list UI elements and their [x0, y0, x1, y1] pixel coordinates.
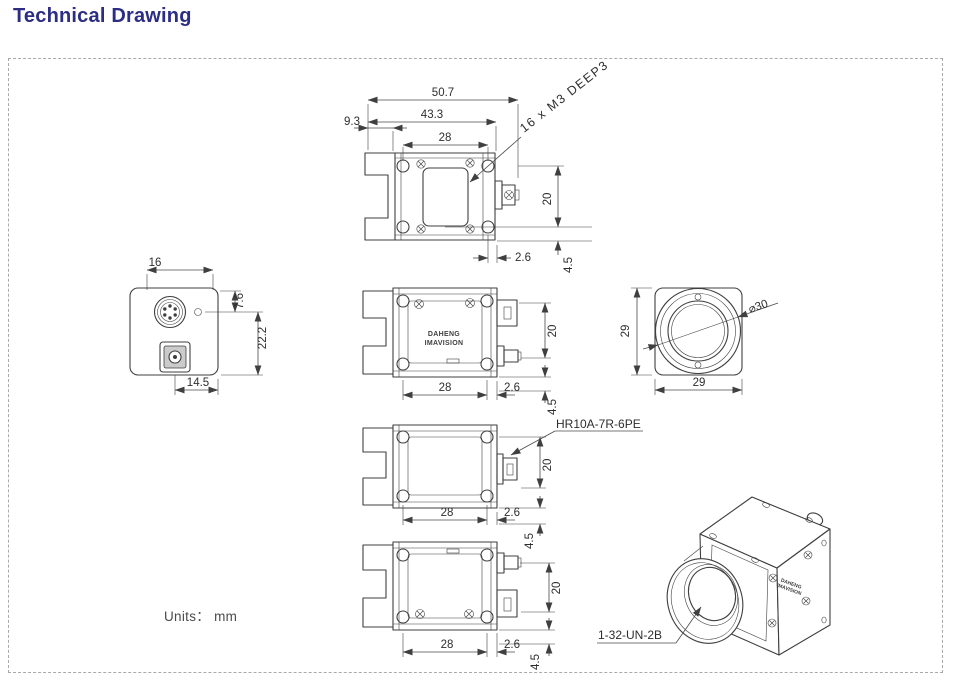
note-connector-model: HR10A-7R-6PE	[556, 417, 641, 431]
mounting-screw-icon	[396, 158, 495, 234]
heatsink-bracket	[362, 544, 394, 628]
dim-lens-diameter: ⌀30	[747, 298, 770, 316]
coax-connector	[496, 552, 522, 574]
brand-logo-line1: DAHENG	[428, 331, 460, 338]
dim-connector-height: 20	[547, 325, 559, 338]
front-view: ⌀30 29 29	[620, 287, 779, 395]
lens-mount	[654, 287, 742, 375]
note-thread-spec: 1-32-UN-2B	[598, 628, 662, 642]
brand-logo: DAHENG IMAVISION	[425, 331, 464, 347]
top-view: 50.7 43.3 28 9.3 16 x M3 DEEP3 20 4.5	[344, 58, 611, 273]
dim-connector-height: 20	[542, 193, 554, 206]
dim-body-width: 43.3	[421, 109, 443, 121]
screw-icon	[414, 298, 475, 309]
alignment-notch	[446, 358, 460, 364]
dim-bottom-offset: 4.5	[524, 533, 536, 549]
dim-connector-bottom: 14.5	[187, 377, 209, 389]
top-connector	[494, 180, 520, 210]
dim-edge-offset: 2.6	[504, 382, 520, 394]
dim-screw-span: 28	[439, 382, 452, 394]
heatsink-bracket	[364, 152, 396, 241]
side-view-io: HR10A-7R-6PE 20 4.5 28 2.6	[362, 417, 643, 549]
camera-body-outline	[129, 287, 219, 376]
screw-icon	[767, 539, 827, 628]
right-face	[776, 528, 831, 656]
dim-bottom-offset: 4.5	[547, 399, 559, 415]
dim-overall-width: 50.7	[432, 87, 454, 99]
drawing-border	[8, 58, 943, 673]
dim-connector-spacing: 22.2	[257, 327, 269, 349]
heatsink-bracket	[362, 427, 394, 506]
dim-bottom-offset: 4.5	[563, 257, 575, 273]
alignment-notch	[446, 548, 460, 554]
dim-width: 29	[693, 377, 706, 389]
io-connector	[496, 589, 518, 618]
dim-connector-height: 20	[551, 582, 563, 595]
screw-icon	[415, 609, 474, 619]
dim-edge-offset: 2.6	[515, 252, 531, 264]
heatsink-bracket	[362, 290, 394, 375]
screw-hole-icon	[709, 502, 813, 563]
dim-connector-height: 20	[542, 459, 554, 472]
dim-screw-span: 28	[439, 132, 452, 144]
dim-edge-offset: 2.6	[504, 507, 520, 519]
dim-left-offset: 9.3	[344, 116, 360, 128]
camera-body-outline	[392, 541, 498, 631]
dim-bottom-offset: 4.5	[530, 654, 542, 670]
page-title: Technical Drawing	[13, 5, 192, 27]
dim-screw-span: 28	[441, 639, 454, 651]
dim-screw-span: 28	[441, 507, 454, 519]
side-view-logo: DAHENG IMAVISION 20 4.5	[362, 287, 559, 415]
io-connector	[496, 299, 518, 327]
units-label: Units： mm	[164, 609, 237, 624]
circular-connector	[153, 295, 187, 329]
note-screw-thread: 16 x M3 DEEP3	[517, 58, 611, 136]
side-view-bottom: 20 4.5 28 2.6	[362, 541, 563, 670]
square-connector	[159, 341, 191, 373]
dim-edge-offset: 2.6	[504, 639, 520, 651]
dim-height: 29	[620, 325, 632, 338]
dim-hole-offset: 7.6	[234, 293, 246, 309]
indicator-hole	[194, 308, 202, 316]
coax-connector	[496, 345, 522, 367]
iso-view: DAHENG IMAVISION 1-32-UN-2B	[597, 496, 831, 656]
dim-connector-x: 16	[149, 257, 162, 269]
lens-barrel	[666, 544, 769, 644]
top-plate-recess	[422, 167, 469, 227]
hirose-connector	[496, 453, 518, 485]
camera-body-outline	[392, 287, 498, 378]
back-view: 16 7.6 22.2 14.5	[129, 257, 269, 395]
brand-logo-line2: IMAVISION	[425, 340, 464, 347]
